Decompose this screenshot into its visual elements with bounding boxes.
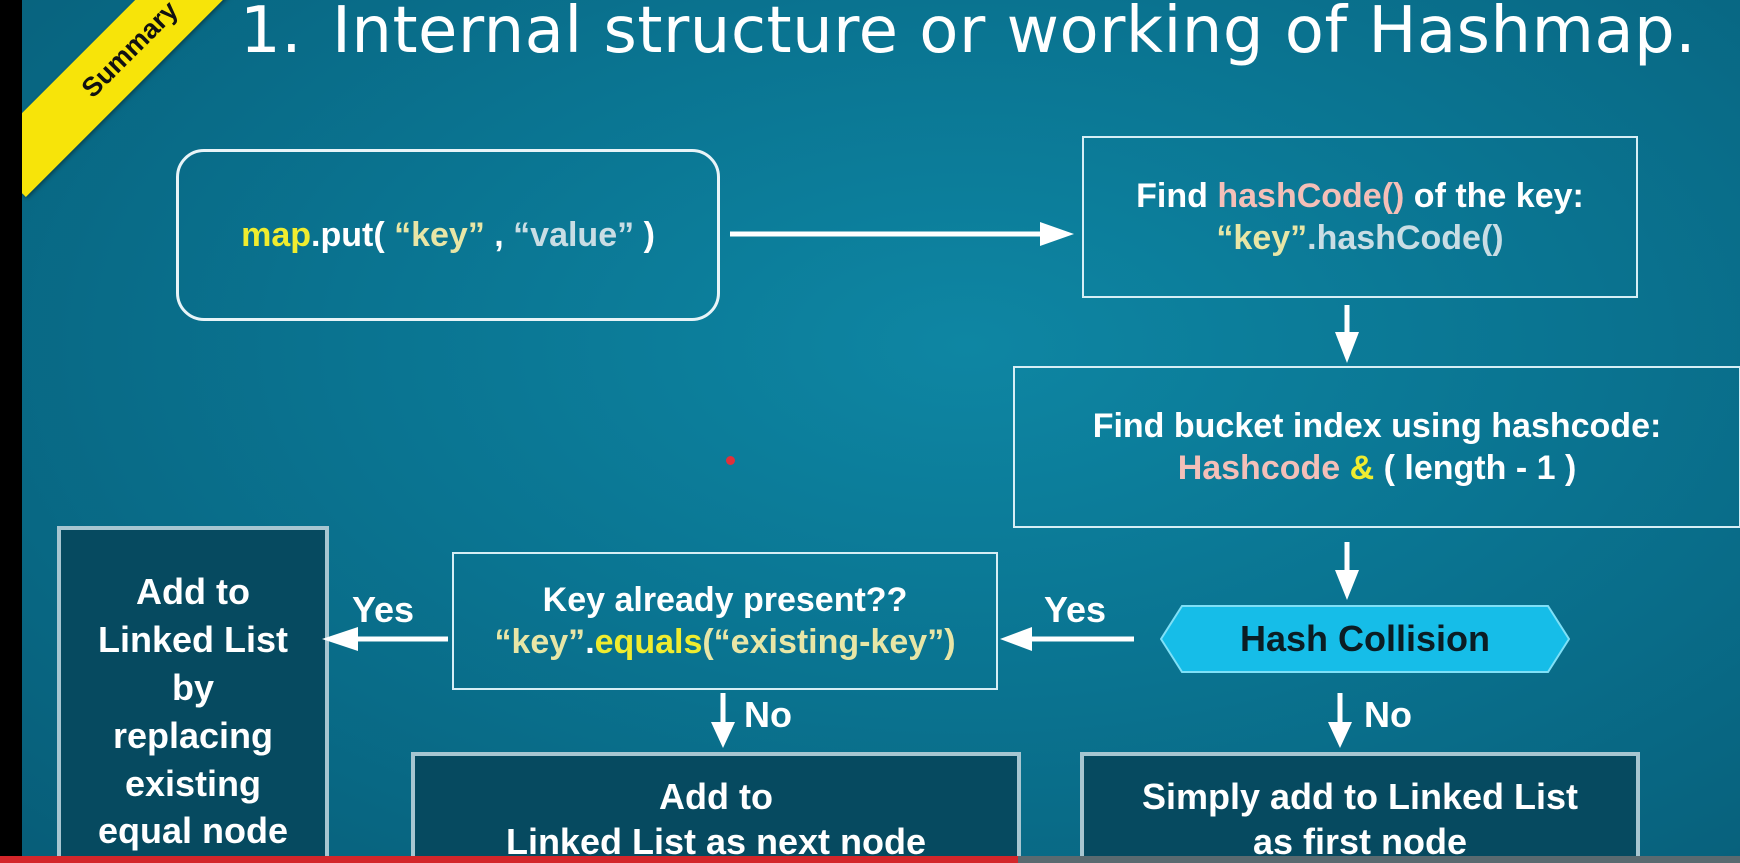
hash-collision-label: Hash Collision	[1239, 618, 1491, 659]
video-progress-remaining[interactable]	[1018, 856, 1740, 863]
present-yes-label: Yes	[352, 589, 415, 630]
arrowhead-bucket	[1335, 570, 1359, 600]
find-hashcode-node: Find hashCode() of the key: “key”.hashCo…	[1082, 136, 1638, 298]
title-number: 1.	[240, 0, 303, 68]
collision-yes-label: Yes	[1044, 589, 1107, 630]
slide-title: 1. Internal structure or working of Hashm…	[240, 0, 1696, 68]
hexagon-shape	[1160, 605, 1570, 673]
present-no-label: No	[744, 694, 792, 735]
map-token: map	[241, 215, 312, 254]
laser-pointer-dot	[726, 456, 735, 465]
slide: Summary 1.Internal structure or working …	[22, 0, 1740, 863]
flow-arrows	[322, 222, 1359, 748]
add-next-node: Add to Linked List as next node	[411, 752, 1021, 863]
key-present-node: Key already present?? “key”.equals(“exis…	[452, 552, 998, 690]
arrowhead-collision-yes	[1000, 627, 1032, 651]
arrowhead-put	[1040, 222, 1074, 246]
map-put-node: map.put( “key” , “value” )	[176, 149, 720, 321]
replace-node: Add to Linked List by replacing existing…	[57, 526, 329, 863]
hash-collision-node: Hash Collision	[1160, 605, 1570, 673]
arrowhead-collision-no	[1328, 722, 1352, 748]
arrowhead-hashcode	[1335, 332, 1359, 363]
arrowhead-present-yes	[322, 627, 358, 651]
add-first-node: Simply add to Linked List as first node	[1080, 752, 1640, 863]
collision-no-label: No	[1364, 694, 1412, 735]
bucket-index-node: Find bucket index using hashcode: Hashco…	[1013, 366, 1740, 528]
title-text: Internal structure or working of Hashmap…	[332, 0, 1697, 68]
arrowhead-present-no	[711, 722, 735, 748]
video-progress-played[interactable]	[0, 856, 1018, 863]
